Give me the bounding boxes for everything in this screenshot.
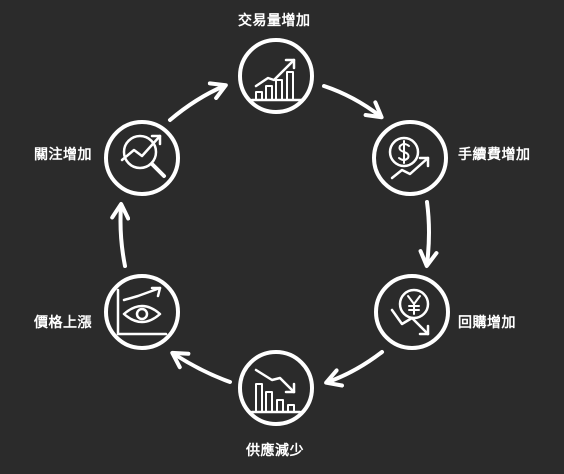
arrow-buyback-to-supply [324, 350, 384, 388]
yen-trend-down-icon [390, 288, 430, 336]
bar-chart-up-icon [250, 58, 304, 102]
arrow-volume-to-fees [322, 84, 384, 120]
node-label-supply: 供應減少 [246, 443, 304, 459]
node-label-attention: 關注增加 [34, 147, 92, 163]
node-buyback [374, 274, 450, 350]
node-label-volume: 交易量增加 [238, 13, 311, 29]
eye-chart-up-icon [116, 286, 168, 336]
node-price [104, 274, 180, 350]
node-label-buyback: 回購增加 [458, 315, 516, 331]
bar-chart-down-icon [250, 368, 302, 414]
arrow-price-to-attention [110, 202, 131, 268]
node-label-fees: 手續費增加 [458, 147, 531, 163]
node-supply [238, 350, 314, 426]
node-label-price: 價格上漲 [34, 315, 92, 331]
arrow-fees-to-buyback [418, 200, 439, 268]
dollar-trend-up-icon [388, 136, 430, 180]
arrow-attention-to-volume [168, 81, 228, 122]
arrow-supply-to-price [170, 350, 232, 384]
node-volume [238, 38, 314, 114]
magnifier-trend-icon [120, 134, 166, 178]
node-fees [372, 120, 448, 196]
node-attention [104, 120, 180, 196]
